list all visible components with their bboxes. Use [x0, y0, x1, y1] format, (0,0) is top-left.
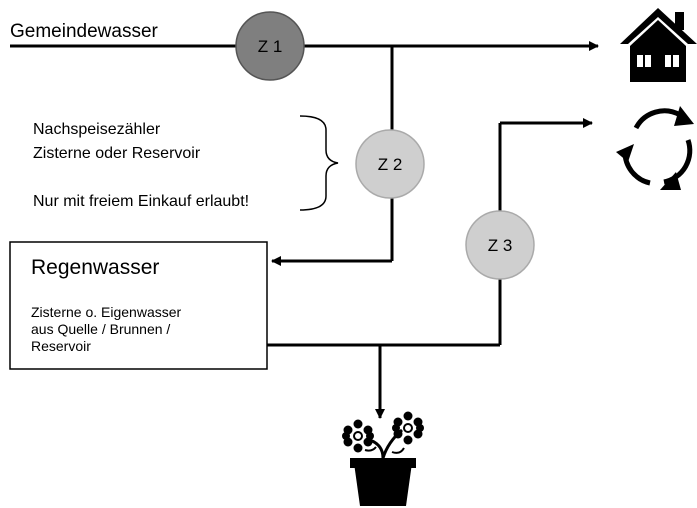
meter-z3 [465, 210, 535, 280]
note-line-1: Nachspeisezähler [33, 121, 161, 138]
rainwater-title: Regenwasser [31, 256, 160, 279]
note-line-3: Nur mit freiem Einkauf erlaubt! [33, 193, 250, 210]
flower-pot-icon [342, 411, 424, 506]
note-line-2: Zisterne oder Reservoir [33, 145, 201, 162]
meter-z1 [235, 11, 305, 81]
recycle-arrowheads [616, 106, 694, 190]
note-brace [299, 115, 339, 211]
meter-z1-label: Z 1 [257, 37, 283, 56]
rainwater-desc-line-1: Zisterne o. Eigenwasser [31, 304, 182, 320]
rainwater-desc-line-2: aus Quelle / Brunnen / [31, 321, 171, 337]
rainwater-box [9, 241, 268, 370]
supply-label: Gemeindewasser [10, 21, 158, 42]
house-icon [620, 8, 697, 82]
meter-z2-label: Z 2 [377, 155, 403, 174]
meter-z2 [355, 129, 425, 199]
rainwater-desc-line-3: Reservoir [31, 338, 91, 354]
meter-z3-label: Z 3 [487, 236, 513, 255]
